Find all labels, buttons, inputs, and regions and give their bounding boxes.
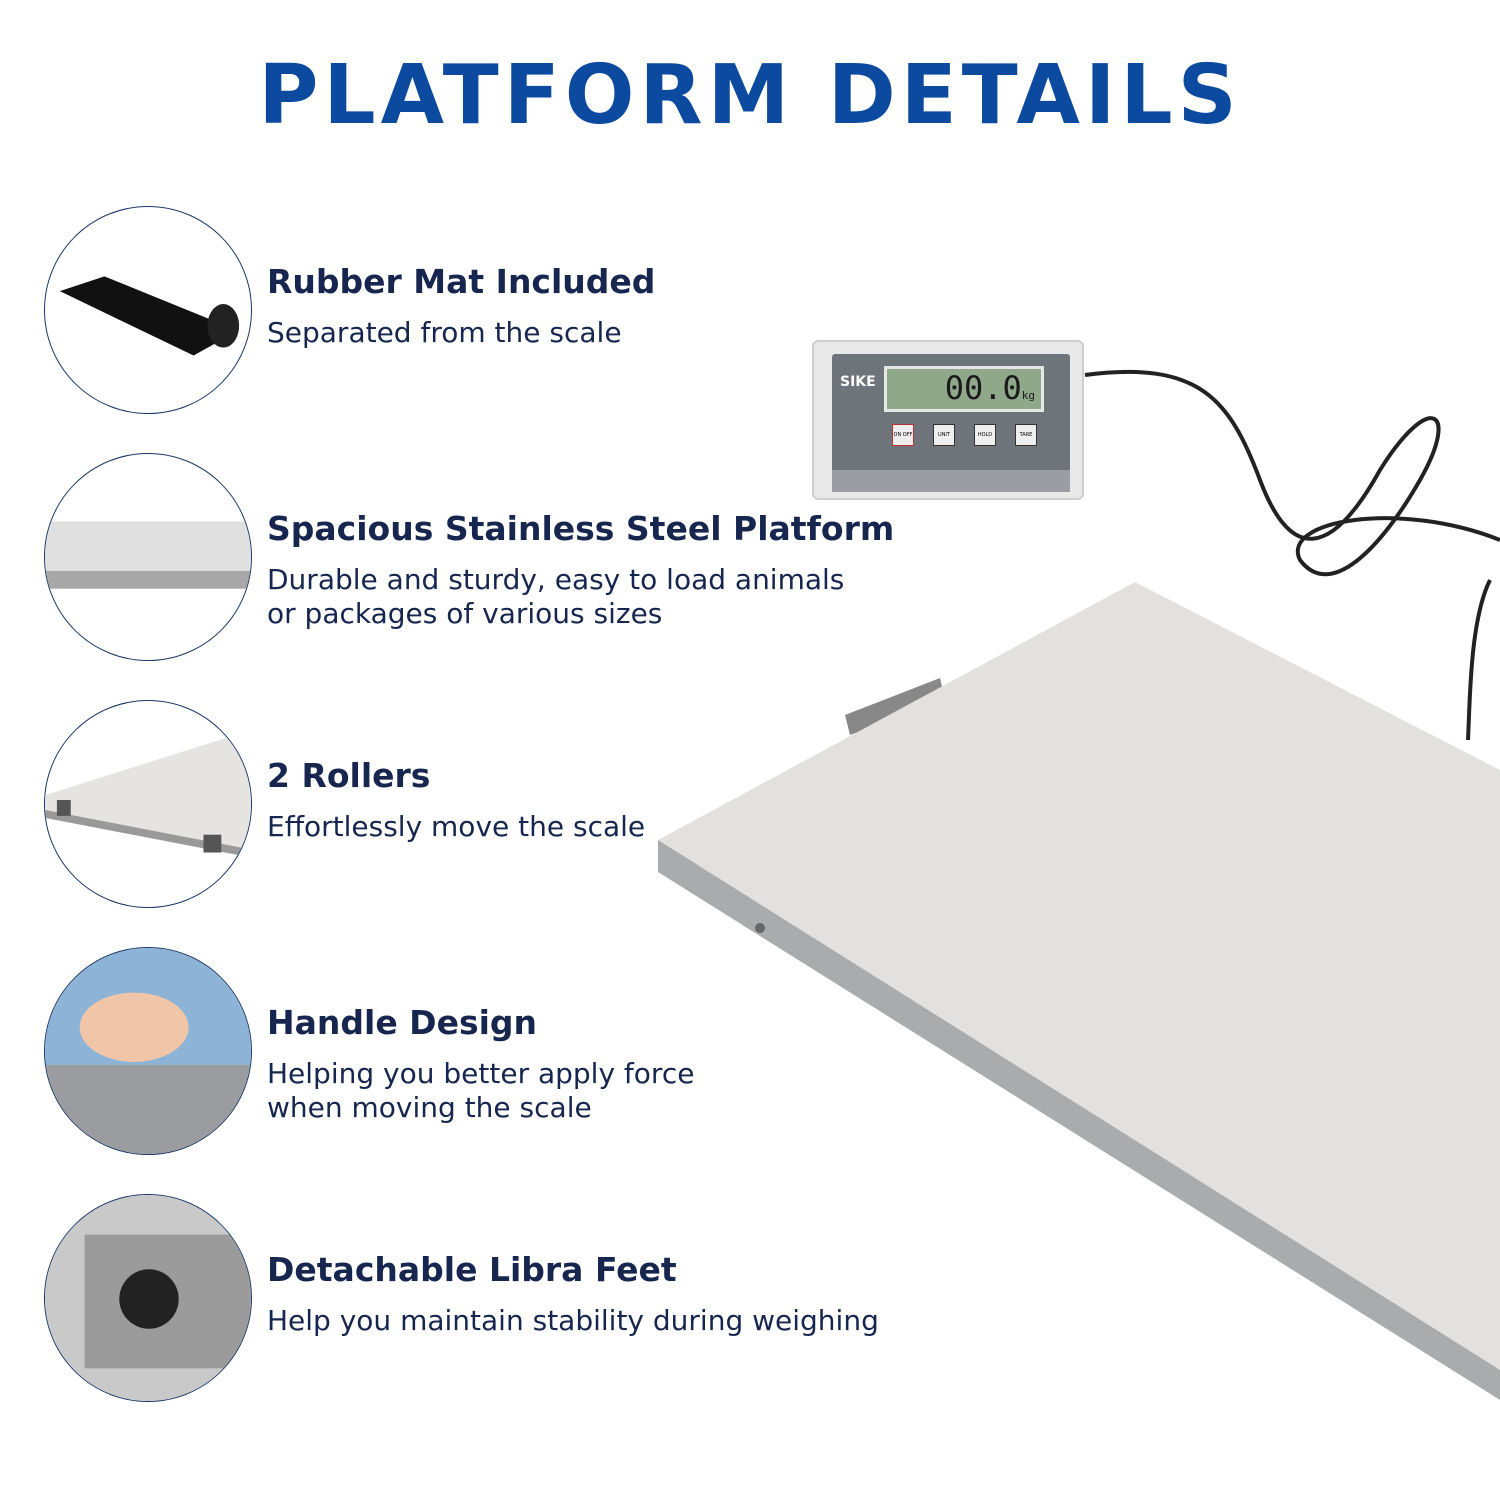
tare-button[interactable]: TARE (1015, 424, 1037, 446)
indicator-strip (832, 470, 1070, 492)
feature-heading: 2 Rollers (267, 756, 431, 795)
feature-desc: Help you maintain stability during weigh… (267, 1304, 879, 1337)
feet-thumbnail (44, 1194, 252, 1402)
feature-desc: Durable and sturdy, easy to load animals… (267, 563, 844, 631)
feature-heading: Detachable Libra Feet (267, 1250, 677, 1289)
feature-desc: Separated from the scale (267, 316, 622, 349)
feature-heading: Rubber Mat Included (267, 262, 656, 301)
screw (755, 923, 765, 933)
on-off-button[interactable]: ON OFF (892, 424, 914, 446)
feature-rollers: 2 Rollers Effortlessly move the scale (44, 700, 904, 910)
platform-edge (658, 840, 1500, 1400)
brand-label: SIKE (840, 374, 876, 390)
desc-line: when moving the scale (267, 1091, 592, 1124)
desc-line: Durable and sturdy, easy to load animals (267, 563, 845, 596)
cable (1084, 369, 1500, 741)
feature-heading: Spacious Stainless Steel Platform (267, 509, 895, 548)
unit-button[interactable]: UNIT (933, 424, 955, 446)
handle-thumbnail (44, 947, 252, 1155)
page-title: PLATFORM DETAILS (258, 48, 1242, 143)
desc-line: or packages of various sizes (267, 597, 663, 630)
platform-top (658, 582, 1500, 1390)
feature-feet: Detachable Libra Feet Help you maintain … (44, 1194, 904, 1404)
weighing-indicator: SIKE 00.0kg ON OFF UNIT HOLD TARE (812, 340, 1084, 500)
desc-line: Helping you better apply force (267, 1057, 695, 1090)
platform-thumbnail (44, 453, 252, 661)
rollers-thumbnail (44, 700, 252, 908)
hold-button[interactable]: HOLD (974, 424, 996, 446)
rubber-mat-thumbnail (44, 206, 252, 414)
feature-handle: Handle Design Helping you better apply f… (44, 947, 904, 1157)
handle (845, 678, 945, 735)
feature-desc: Effortlessly move the scale (267, 810, 646, 843)
feature-rubber-mat: Rubber Mat Included Separated from the s… (44, 206, 904, 416)
lcd-unit: kg (1021, 389, 1035, 402)
lcd-reading: 00.0 (944, 369, 1022, 407)
feature-heading: Handle Design (267, 1003, 538, 1042)
feature-platform: Spacious Stainless Steel Platform Durabl… (44, 453, 904, 663)
lcd-display: 00.0kg (884, 366, 1044, 412)
